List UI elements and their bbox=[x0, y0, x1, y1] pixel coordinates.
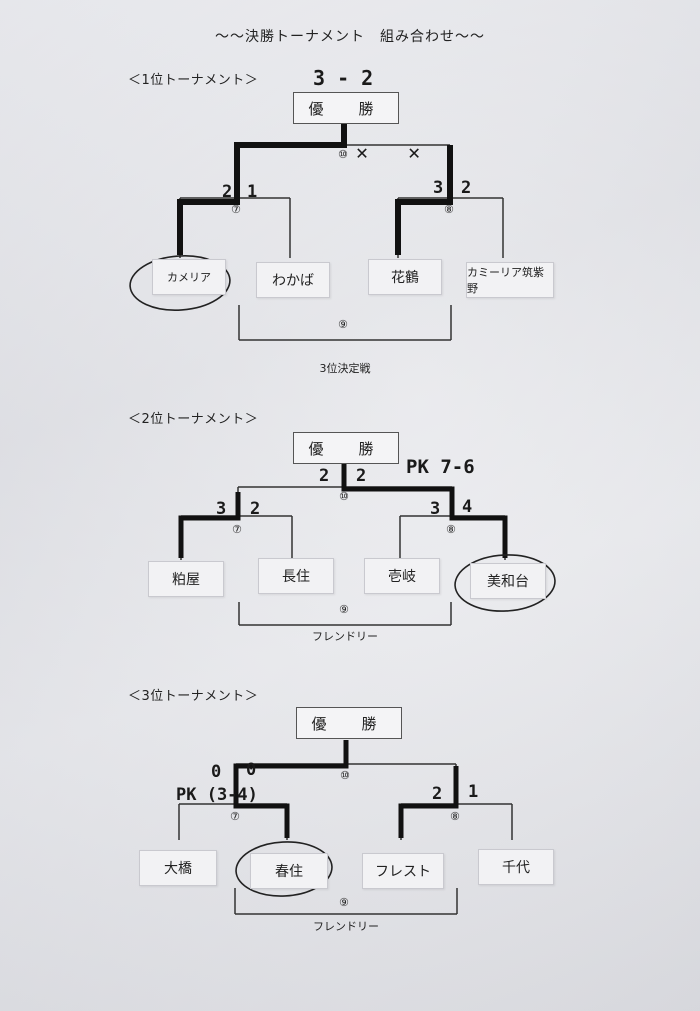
section-1-team-3: 花鶴 bbox=[368, 259, 442, 295]
section-2-semi-right-score-b: 4 bbox=[462, 497, 473, 517]
section-3-team-2: 春住 bbox=[250, 853, 328, 889]
section-2-semi-right-match-no: ⑧ bbox=[446, 523, 456, 536]
section-1-semi-left-score-b: 1 bbox=[247, 182, 258, 202]
section-2-third-label: フレンドリー bbox=[312, 630, 378, 643]
section-1-third-label: 3位決定戦 bbox=[319, 362, 371, 375]
section-3-winner-box: 優 勝 bbox=[296, 707, 402, 739]
section-2-semi-right-score-a: 3 bbox=[430, 499, 441, 519]
section-2-third-match-no: ⑨ bbox=[339, 603, 349, 616]
section-3-final-score-a: 0 bbox=[211, 762, 222, 782]
section-1-semi-right-score-a: 3 bbox=[433, 178, 444, 198]
section-2-final-score-a: 2 bbox=[319, 466, 330, 486]
section-2-pk-score: PK 7-6 bbox=[406, 456, 475, 478]
section-3-semi-left-match-no: ⑦ bbox=[230, 810, 240, 823]
section-2-team-3: 壱岐 bbox=[364, 558, 440, 594]
section-1-team-4: カミーリア筑紫野 bbox=[466, 262, 554, 298]
section-3-semi-right-match-no: ⑧ bbox=[450, 810, 460, 823]
section-3-pk-score: PK (3-4) bbox=[176, 785, 258, 805]
section-3-team-1: 大橋 bbox=[139, 850, 217, 886]
winner-circles bbox=[129, 255, 556, 897]
section-1-team-2: わかば bbox=[256, 262, 330, 298]
section-1-semi-left-score-a: 2 bbox=[222, 182, 233, 202]
section-3-team-4: 千代 bbox=[478, 849, 554, 885]
section-1-winner-box: 優 勝 bbox=[293, 92, 399, 124]
section-2-team-2: 長住 bbox=[258, 558, 334, 594]
section-2-winner-box: 優 勝 bbox=[293, 432, 399, 464]
section-3-third-label: フレンドリー bbox=[313, 920, 379, 933]
section-1-semi-right-match-no: ⑧ bbox=[444, 203, 454, 216]
section-1-heading: ＜1位トーナメント＞ bbox=[128, 73, 259, 88]
section-2-semi-left-score-b: 2 bbox=[250, 499, 261, 519]
section-3-final-score-b: 0 bbox=[246, 760, 257, 780]
section-1-semi-left-match-no: ⑦ bbox=[231, 203, 241, 216]
section-3-heading: ＜3位トーナメント＞ bbox=[128, 689, 259, 704]
section-1-final-match-no: ⑩ bbox=[338, 148, 348, 161]
section-2-heading: ＜2位トーナメント＞ bbox=[128, 412, 259, 427]
section-3-team-3: フレスト bbox=[362, 853, 444, 889]
bracket-3-winner-path bbox=[233, 740, 459, 838]
section-1-team-1: カメリア bbox=[152, 259, 226, 295]
section-3-semi-right-score-b: 1 bbox=[468, 782, 479, 802]
section-2-team-4: 美和台 bbox=[470, 563, 546, 599]
section-1-semi-right-score-b: 2 bbox=[461, 178, 472, 198]
page-title: ～～決勝トーナメント 組み合わせ～～ bbox=[215, 29, 485, 45]
bracket-2-winner-path bbox=[178, 462, 508, 558]
section-1-marks: ✕ ✕ bbox=[356, 140, 435, 164]
section-1-third-match-no: ⑨ bbox=[338, 318, 348, 331]
section-2-final-match-no: ⑩ bbox=[339, 490, 349, 503]
section-2-team-1: 粕屋 bbox=[148, 561, 224, 597]
section-1-final-score: 3 - 2 bbox=[313, 66, 374, 90]
section-2-final-score-b: 2 bbox=[356, 466, 367, 486]
section-3-third-match-no: ⑨ bbox=[339, 896, 349, 909]
bracket-1-winner-path bbox=[177, 122, 453, 255]
section-2-semi-left-match-no: ⑦ bbox=[232, 523, 242, 536]
section-3-final-match-no: ⑩ bbox=[340, 769, 350, 782]
section-2-semi-left-score-a: 3 bbox=[216, 499, 227, 519]
section-3-semi-right-score-a: 2 bbox=[432, 784, 443, 804]
